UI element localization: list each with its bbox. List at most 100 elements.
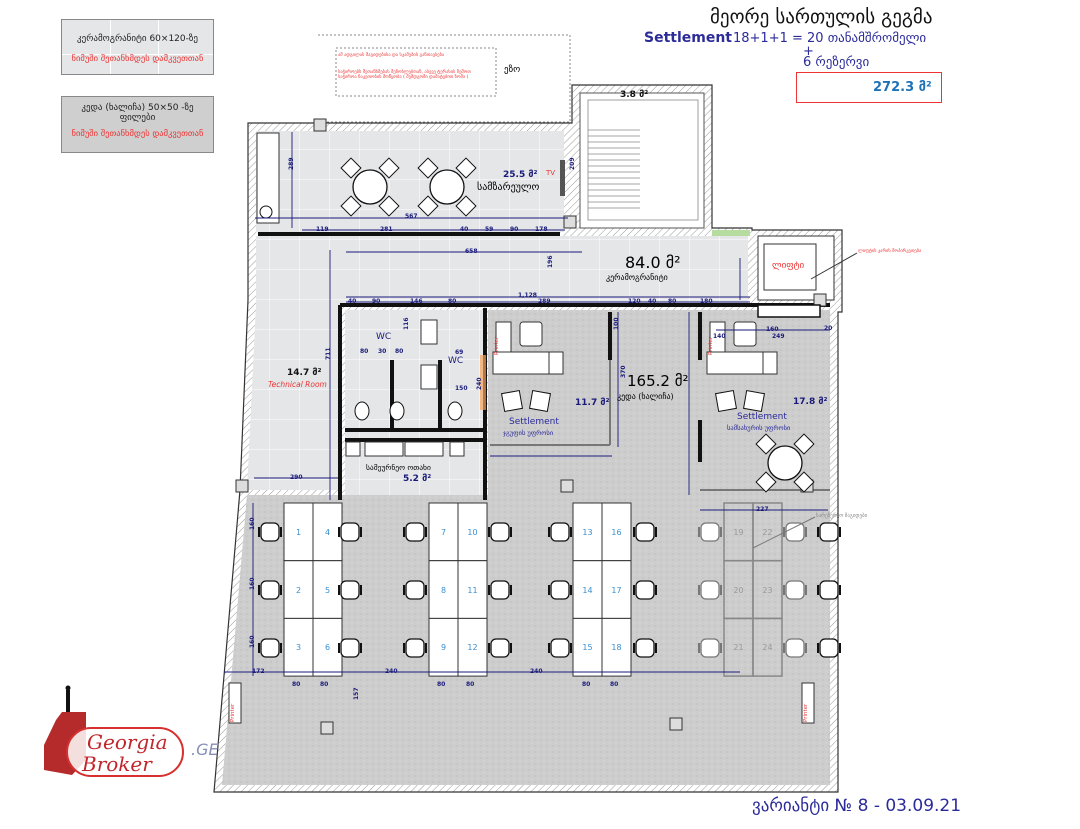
dimension-label: 157	[353, 687, 360, 700]
desk	[283, 502, 314, 562]
staircase	[587, 99, 699, 221]
dimension-label: 160	[249, 577, 256, 590]
office-chair	[258, 638, 282, 658]
dimension-label: 40	[348, 298, 357, 305]
dimension-label: 160	[249, 635, 256, 648]
round-table	[352, 169, 388, 205]
reserve-desk-number: 20	[733, 585, 744, 595]
legend-ceramic-note: ნიმუში შეთანხმდეს დამკვეთთან	[71, 54, 204, 64]
dimension-label: 20	[824, 325, 833, 332]
column	[560, 479, 574, 493]
dimension-label: 281	[380, 226, 393, 233]
total-area-box: 272.3 მ²	[796, 72, 942, 103]
office-chair	[403, 522, 427, 542]
chair-seat	[635, 580, 655, 600]
round-table	[767, 445, 803, 481]
chair-seat	[405, 638, 425, 658]
dimension-label: 80	[360, 348, 369, 355]
chair-seat	[260, 522, 280, 542]
dining-chair	[417, 195, 439, 217]
chair-seat	[405, 580, 425, 600]
reserve-leader	[752, 516, 816, 549]
legend-carpet-tile: კედა (ხალიჩა) 50×50 -ზე ფილები ნიმუში შე…	[61, 96, 214, 153]
dimension-label: 240	[530, 668, 543, 675]
office-chair	[338, 638, 362, 658]
technical-name: Technical Room	[268, 380, 327, 389]
dimension-label: 90	[510, 226, 519, 233]
dining-chair	[417, 157, 439, 179]
stairs-area: 3.8 მ²	[620, 90, 649, 100]
office-chair	[633, 522, 657, 542]
chair-seat	[785, 580, 805, 600]
lift-label: ლიფტი	[772, 261, 805, 271]
desk	[601, 560, 632, 619]
chair-seat	[490, 638, 510, 658]
stair-outline	[587, 99, 699, 221]
office-chair	[519, 321, 543, 347]
toilet	[389, 401, 405, 421]
office-chair	[258, 580, 282, 600]
dimension-label: 69	[455, 349, 464, 356]
office-chair	[258, 522, 282, 542]
dimension-label: 100	[613, 317, 620, 330]
column	[235, 479, 249, 493]
office-chair	[783, 638, 807, 658]
chair-seat	[550, 580, 570, 600]
kitchen-table-2	[417, 157, 477, 217]
round-table	[429, 169, 465, 205]
column	[669, 717, 683, 731]
desk-number: 6	[324, 643, 331, 653]
dimension-label: 160	[766, 326, 779, 333]
dimension-label: 120	[628, 298, 641, 305]
storage-shelf	[345, 441, 361, 457]
dimension-label: 80	[292, 681, 301, 688]
office-chair	[548, 522, 572, 542]
meeting-table	[755, 433, 815, 493]
legend-carpet-note: ნიმუში შეთანხმდეს დამკვეთთან	[71, 129, 204, 139]
desk-number: 5	[324, 585, 331, 595]
storage-shelf	[404, 441, 444, 457]
dimension-label: 289	[538, 298, 551, 305]
dimension-label: 289	[288, 157, 295, 170]
reserve-desk-number: 21	[733, 643, 744, 653]
dimension-label: 196	[547, 255, 554, 268]
office-chair	[817, 522, 841, 542]
chair-seat	[490, 580, 510, 600]
office-right-area: 17.8 მ²	[793, 397, 828, 407]
dimension-label: 80	[395, 348, 404, 355]
dimension-label: 172	[252, 668, 265, 675]
office-chair	[338, 522, 362, 542]
chair-seat	[819, 638, 839, 658]
desk-number: 11	[467, 585, 478, 595]
printer-label: Printer	[494, 336, 500, 355]
wc-1-label: WC	[376, 332, 392, 342]
office-chair	[548, 580, 572, 600]
corridor-name: კერამოგრანიტი	[606, 273, 668, 282]
printer-label: Printer	[230, 703, 236, 722]
desk	[312, 502, 343, 562]
dimension-label: 658	[465, 248, 478, 255]
plan-title: მეორე სართულის გეგმა	[710, 6, 933, 28]
office-chair	[633, 638, 657, 658]
chair-seat	[340, 638, 360, 658]
dimension-label: 59	[485, 226, 494, 233]
desk	[428, 560, 459, 619]
desk	[283, 617, 314, 677]
dimension-label: 80	[466, 681, 475, 688]
visitor-chair	[714, 389, 738, 413]
printer	[801, 682, 815, 724]
office-chair	[733, 321, 757, 347]
chair-seat	[700, 580, 720, 600]
dimension-label: 160	[249, 517, 256, 530]
variant-footer: ვარიანტი № 8 - 03.09.21	[752, 796, 962, 816]
reserve-desk-number: 23	[762, 585, 773, 595]
logo-suffix: .GE	[191, 740, 219, 759]
printer	[228, 682, 242, 724]
desk-number: 3	[295, 643, 302, 653]
office-left-area: 11.7 მ²	[575, 398, 610, 408]
office-chair	[488, 580, 512, 600]
desk	[428, 617, 459, 677]
dimension-label: 30	[378, 348, 387, 355]
desk-number: 1	[295, 528, 302, 537]
visitor-chair	[742, 389, 766, 413]
